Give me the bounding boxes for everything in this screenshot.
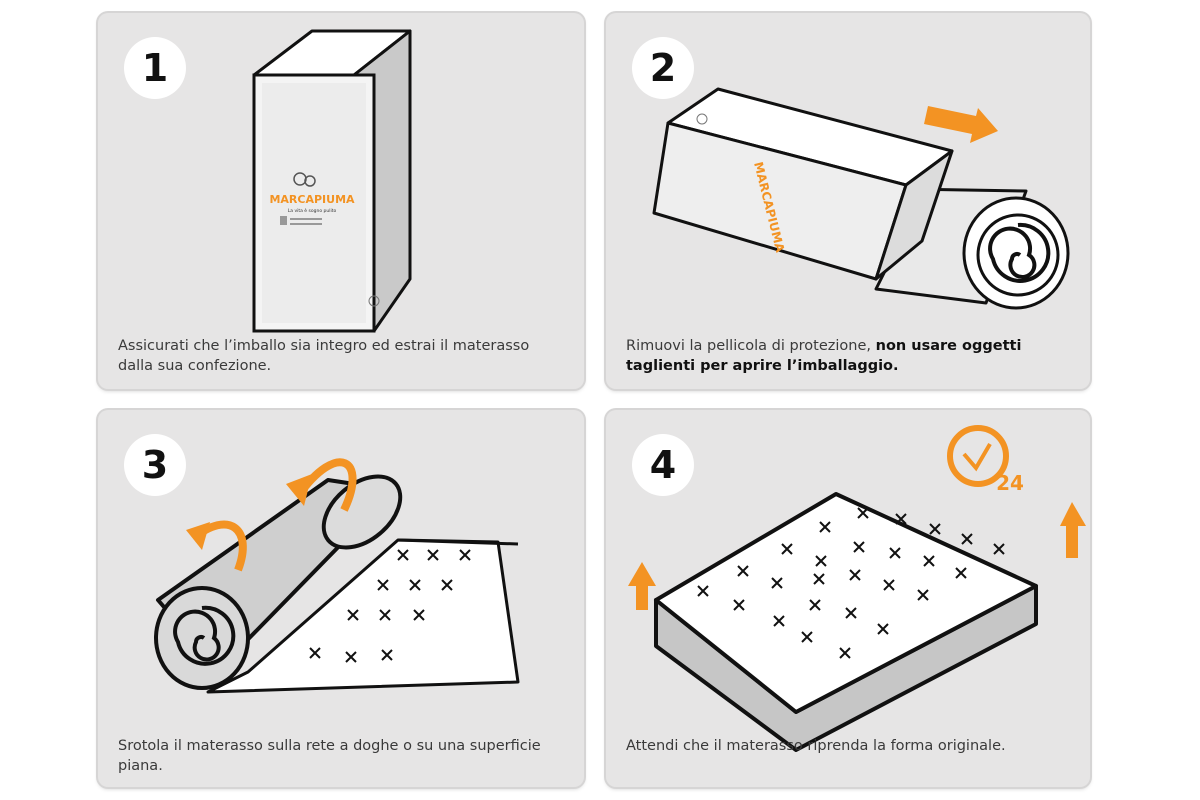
step-number: 4 (632, 434, 694, 496)
step-1-caption: Assicurati che l’imballo sia integro ed … (118, 338, 530, 374)
step-3-card: 3 Srotola il materasso sulla rete a dogh… (98, 410, 584, 787)
hours-badge: 24 (996, 471, 1024, 495)
step-number: 2 (632, 37, 694, 99)
rotate-arrow-icon (294, 458, 357, 512)
mattress-tufts (309, 549, 471, 663)
arrow-right-icon (924, 106, 998, 143)
expanding-mattress-illustration: 24 (628, 425, 1086, 752)
step-4-card: 24 4 Attendi che il materasso riprenda l… (606, 410, 1090, 787)
step-2-caption: Rimuovi la pellicola di protezione, non … (626, 338, 1022, 374)
brand-logo-text: MARCAPIUMA (269, 193, 355, 206)
arrow-up-icon (1060, 502, 1086, 558)
step-number: 1 (124, 37, 186, 99)
step-1-card: MARCAPIUMA La vita è sogno pulito 1 Assi… (98, 13, 584, 389)
unrolling-illustration (154, 458, 520, 694)
boxed-mattress-illustration: MARCAPIUMA La vita è sogno pulito (252, 29, 412, 333)
step-2-card: MARCAPIUMA 2 Rimuovi la pellicola di pro… (606, 13, 1090, 389)
svg-text:La vita è sogno pulito: La vita è sogno pulito (288, 207, 337, 214)
step-number: 3 (124, 434, 186, 496)
arrow-up-icon (628, 562, 656, 610)
step-3-caption: Srotola il materasso sulla rete a doghe … (118, 738, 541, 774)
clock-24h-icon (947, 425, 1009, 487)
unboxing-illustration: MARCAPIUMA (652, 87, 1070, 310)
step-4-caption: Attendi che il materasso riprenda la for… (626, 738, 1006, 754)
mattress-tufts (697, 507, 1005, 659)
